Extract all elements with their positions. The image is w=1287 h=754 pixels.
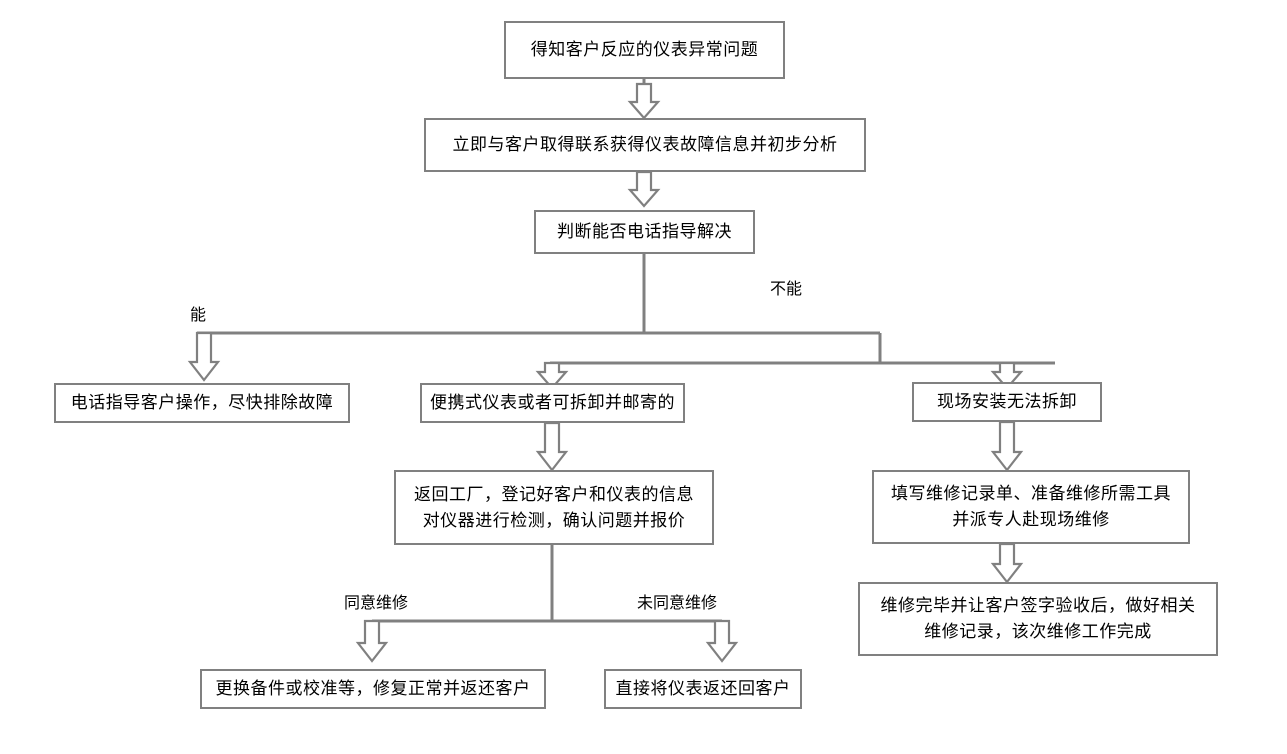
node-label: 维修完毕并让客户签字验收后，做好相关 [880,596,1196,615]
node-repair-complete-signoff[interactable]: 维修完毕并让客户签字验收后，做好相关 维修记录，该次维修工作完成 [858,582,1218,656]
arrow-n1-n2 [627,82,661,120]
node-return-instrument-directly[interactable]: 直接将仪表返还回客户 [604,669,802,709]
node-label: 现场安装无法拆卸 [937,392,1077,411]
edge-label-agree-repair: 同意维修 [344,595,409,612]
node-start-issue[interactable]: 得知客户反应的仪表异常问题 [504,21,785,79]
arrow-bus-n4 [187,331,221,382]
node-label: 填写维修记录单、准备维修所需工具 [891,484,1171,503]
node-label: 得知客户反应的仪表异常问题 [530,40,759,59]
arrow-n2-n3 [627,170,661,208]
node-onsite-fixed-install[interactable]: 现场安装无法拆卸 [912,382,1102,422]
edge-label-cannot: 不能 [770,281,803,298]
node-label: 更换备件或校准等，修复正常并返还客户 [215,679,531,698]
arrow-bus-n11 [705,619,739,663]
node-fill-repair-record[interactable]: 填写维修记录单、准备维修所需工具 并派专人赴现场维修 [872,470,1190,544]
node-label-line2: 维修记录，该次维修工作完成 [924,622,1152,641]
node-label: 直接将仪表返还回客户 [615,679,791,698]
node-label: 返回工厂，登记好客户和仪表的信息 [414,484,694,504]
node-label: 判断能否电话指导解决 [557,222,732,241]
node-label: 电话指导客户操作，尽快排除故障 [70,393,334,412]
node-replace-parts-return[interactable]: 更换备件或校准等，修复正常并返还客户 [200,669,546,709]
edge-label-decline-repair: 未同意维修 [637,595,718,612]
node-decision-phone-guide[interactable]: 判断能否电话指导解决 [534,210,755,254]
node-return-factory-inspect[interactable]: 返回工厂，登记好客户和仪表的信息 对仪器进行检测，确认问题并报价 [394,470,714,545]
arrow-bus-n10 [355,619,389,663]
node-label-line2: 并派专人赴现场维修 [952,510,1110,529]
arrow-n5-n7 [535,421,569,472]
node-label: 立即与客户取得联系获得仪表故障信息并初步分析 [452,135,838,154]
edge-label-can: 能 [190,307,207,324]
node-label-line2: 对仪器进行检测，确认问题并报价 [422,510,686,530]
node-portable-or-removable[interactable]: 便携式仪表或者可拆卸并邮寄的 [420,383,685,423]
arrow-n8-n9 [990,542,1024,584]
arrow-n6-n8 [990,420,1024,472]
node-contact-customer[interactable]: 立即与客户取得联系获得仪表故障信息并初步分析 [424,118,866,172]
node-label: 便携式仪表或者可拆卸并邮寄的 [430,393,675,412]
node-phone-guide-customer[interactable]: 电话指导客户操作，尽快排除故障 [54,383,350,423]
